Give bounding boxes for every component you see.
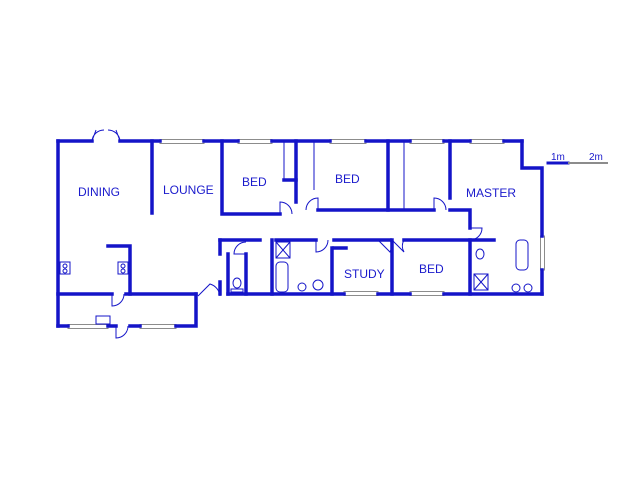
- window-study-bottom: [343, 291, 379, 296]
- wall-right: [520, 139, 544, 296]
- bath-icon: [275, 261, 289, 293]
- bath-icon: [515, 239, 529, 271]
- room-label-master: MASTER: [466, 186, 516, 200]
- scale-label-1m: 1m: [551, 152, 565, 163]
- scale-bar: 1m 2m: [546, 152, 608, 165]
- walls: [56, 139, 544, 328]
- room-label-bed: BED: [419, 262, 444, 276]
- window-bed2-top: [329, 139, 367, 144]
- window-master-right: [540, 235, 545, 271]
- stove-plate-icon: [62, 263, 68, 269]
- toilet-icon: [232, 277, 242, 289]
- window-master-top: [469, 139, 505, 144]
- wall-bed1-left: [220, 139, 282, 216]
- window-scullery-bottom: [139, 324, 177, 329]
- room-label-bed: BED: [335, 172, 360, 186]
- hob-plate-icon: [120, 263, 126, 269]
- window-passage-top: [409, 139, 445, 144]
- window-bed1-top: [237, 139, 273, 144]
- door-ensuite: [469, 227, 483, 241]
- room-label-study: STUDY: [344, 267, 385, 281]
- door-master: [433, 197, 447, 211]
- window-lounge-top: [159, 139, 205, 144]
- room-label-lounge: LOUNGE: [163, 183, 214, 197]
- window-kitchen-bottom: [67, 324, 109, 329]
- fixtures: [59, 239, 533, 325]
- room-label-dining: DINING: [78, 185, 120, 199]
- built-ins: [283, 140, 405, 210]
- toilet-cistern-icon: [230, 288, 244, 293]
- door-front-double: [91, 129, 121, 142]
- toilet-icon: [475, 248, 485, 260]
- hob-plate-icon: [120, 268, 126, 274]
- door-bed1: [279, 201, 293, 215]
- window-bed3-bottom: [409, 291, 445, 296]
- stove-plate-icon: [62, 268, 68, 274]
- door-bed3: [391, 239, 405, 253]
- wall-master-bottom: [386, 208, 472, 230]
- wall-scullery-bottom: [56, 292, 198, 328]
- door-kitchen: [111, 293, 125, 307]
- door-entry: [197, 283, 221, 297]
- toilet-icon: [297, 282, 307, 292]
- shower-cross-icon: [275, 241, 291, 259]
- scale-label-2m: 2m: [589, 152, 603, 163]
- basin-icon: [511, 283, 521, 293]
- door-bath: [315, 239, 329, 253]
- windows: [67, 139, 545, 329]
- door-study: [377, 239, 393, 253]
- door-scullery: [115, 325, 129, 339]
- room-label-bed: BED: [242, 175, 267, 189]
- shower-cross-icon: [473, 273, 489, 291]
- wall-kitchen-counter: [106, 244, 132, 296]
- scullery-sink-icon: [95, 315, 111, 325]
- room-labels: DINING LOUNGE BED BED MASTER STUDY BED: [78, 172, 516, 281]
- door-wc: [233, 241, 247, 255]
- cupboard-bed1: [283, 141, 315, 190]
- doors: [91, 129, 483, 339]
- door-bed2: [305, 197, 319, 211]
- basin-icon: [312, 279, 324, 291]
- basin-icon: [523, 283, 533, 293]
